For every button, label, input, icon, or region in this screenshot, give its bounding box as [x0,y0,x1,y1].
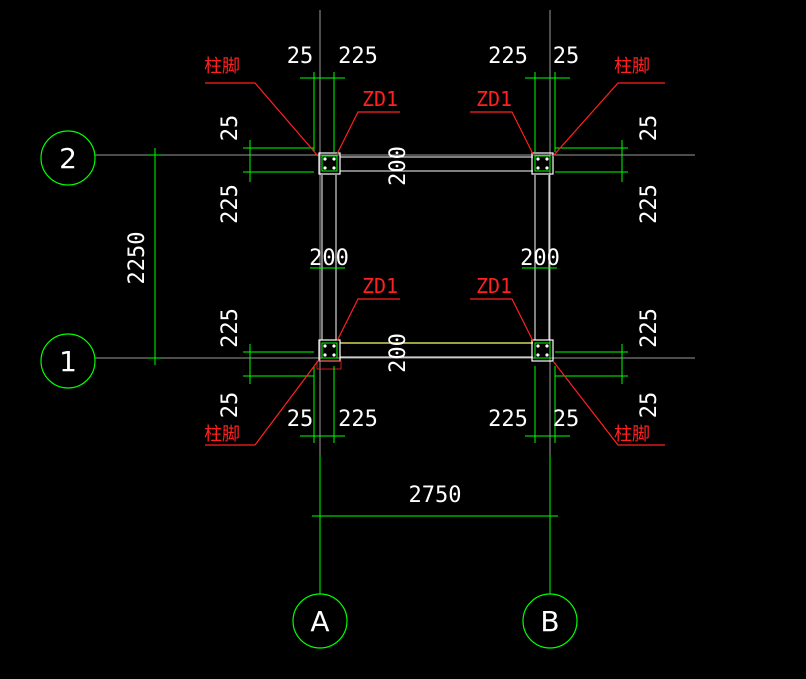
dim-text: 25 [287,44,314,69]
column-top-left [318,152,341,175]
foot-label-bottom-left: 柱脚 [204,360,319,446]
grid-label-b: B [540,605,559,638]
dim-text: 25 [637,392,662,419]
grid-bubble-b: B [522,593,578,649]
foot-label-bottom-right: 柱脚 [552,360,665,446]
dim-top-left: 25 225 [287,44,378,152]
grid-label-a: A [310,605,329,638]
dim-text: 225 [637,184,662,224]
foot-label-top-right: 柱脚 [552,56,665,157]
zd1-text: ZD1 [362,87,398,111]
grid-label-2: 2 [59,142,77,175]
dim-bottom-right: 225 25 [488,366,579,443]
dim-text: 225 [338,44,378,69]
dim-text: 225 [218,184,243,224]
foot-text: 柱脚 [614,424,650,445]
grid-label-1: 1 [59,345,77,378]
dim-text: 225 [488,407,528,432]
foot-text: 柱脚 [204,424,240,445]
dim-bottom-left: 25 225 [287,366,378,443]
zd1-label-bottom-left: ZD1 [336,274,400,342]
dim-text: 225 [488,44,528,69]
grid-bubble-a: A [292,593,348,649]
dim-text: 225 [637,308,662,348]
zd1-label-top-right: ZD1 [470,87,534,155]
dim-row1-right: 225 25 [555,308,662,418]
dim-text: 25 [218,392,243,419]
grid-bubble-2: 2 [40,130,96,186]
column-top-right [531,152,554,175]
zd1-text: ZD1 [476,87,512,111]
column-bottom-left [316,339,342,370]
dim-overall-vertical: 2250 [125,148,162,365]
dim-text: 225 [338,407,378,432]
dim-text: 25 [553,407,580,432]
dim-beam-left: 200 [309,246,349,271]
dim-top-right: 225 25 [488,44,579,152]
dim-text: 25 [637,115,662,142]
foot-label-top-left: 柱脚 [204,56,319,157]
dim-text: 225 [218,308,243,348]
dim-row1-left: 225 25 [218,308,314,418]
zd1-text: ZD1 [362,274,398,298]
dim-text: 2750 [409,483,462,508]
dim-text: 25 [218,115,243,142]
foot-text: 柱脚 [204,56,240,77]
dim-overall-horizontal: 2750 [312,483,558,523]
dim-row2-right: 25 225 [555,115,662,224]
beam-frame [321,156,550,358]
dim-text: 25 [287,407,314,432]
dim-text: 25 [553,44,580,69]
zd1-label-top-left: ZD1 [336,87,400,155]
dim-text: 2250 [125,232,150,285]
zd1-label-bottom-right: ZD1 [470,274,534,342]
dim-beam-bottom: 200 [386,333,411,373]
dim-beam-top: 200 [386,146,411,186]
zd1-text: ZD1 [476,274,512,298]
dim-row2-left: 25 225 [218,115,314,224]
dim-beam-right: 200 [520,246,560,271]
column-bottom-right [531,339,554,362]
grid-bubble-1: 1 [40,333,96,389]
foot-text: 柱脚 [614,56,650,77]
